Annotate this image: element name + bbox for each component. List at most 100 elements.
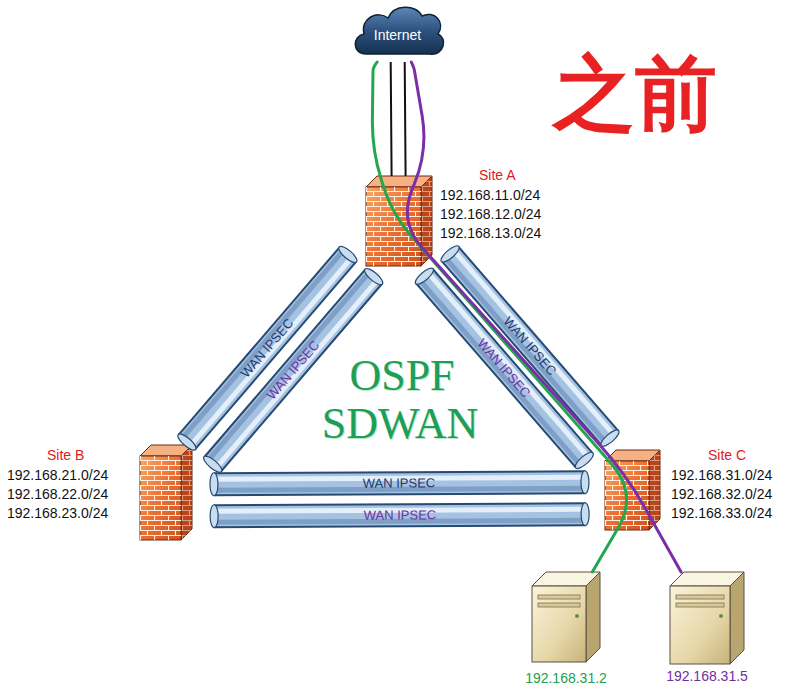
icon-shape <box>538 603 580 607</box>
server-icon <box>670 572 744 664</box>
server-node: 192.168.31.2 <box>532 572 600 662</box>
icon-shape <box>208 273 369 461</box>
icon-shape <box>214 514 585 516</box>
site-name: Site C <box>708 446 788 464</box>
icon-shape <box>649 450 660 530</box>
icon-shape <box>573 450 596 471</box>
icon-shape <box>217 280 378 468</box>
firewall-icon <box>140 445 192 540</box>
icon-shape <box>450 254 610 438</box>
tunnel-label: WAN IPSEC <box>238 316 297 381</box>
icon-shape <box>581 503 589 526</box>
icon-shape <box>210 473 218 496</box>
icon-shape <box>424 276 584 460</box>
ipsec-tunnel <box>176 244 360 453</box>
icon-shape <box>605 461 649 530</box>
icon-shape <box>214 509 585 511</box>
icon-shape <box>439 243 462 264</box>
icon-shape <box>413 266 436 287</box>
icon-shape <box>407 62 681 572</box>
icon-shape <box>213 277 374 465</box>
site-firewall: Site A192.168.11.0/24 192.168.12.0/24 19… <box>366 176 432 266</box>
icon-shape <box>586 572 600 662</box>
server-ip: 192.168.31.5 <box>650 667 764 685</box>
icon-shape <box>730 572 744 664</box>
icon-shape <box>372 62 626 572</box>
server-node: 192.168.31.5 <box>670 572 744 664</box>
icon-shape <box>649 450 660 530</box>
icon-shape <box>676 595 724 599</box>
page-title: 之前 <box>553 44 717 144</box>
icon-shape <box>214 477 585 479</box>
cloud-label: Internet <box>350 26 445 44</box>
icon-shape <box>191 258 352 446</box>
tunnel-label: WAN IPSEC <box>363 508 436 523</box>
icon-shape <box>454 251 614 435</box>
ipsec-tunnel <box>413 266 596 471</box>
icon-shape <box>446 258 606 442</box>
site-name: Site B <box>47 446 127 464</box>
uplink-line <box>391 62 406 176</box>
traffic-path <box>407 62 681 572</box>
firewall-icon <box>366 176 432 266</box>
icon-shape <box>575 614 579 618</box>
tunnel-label: WAN IPSEC <box>264 338 323 403</box>
firewall-icon <box>605 450 660 530</box>
icon-shape <box>676 603 724 607</box>
ipsec-tunnel <box>210 471 589 496</box>
icon-shape <box>599 428 622 449</box>
icon-shape <box>424 276 584 460</box>
icon-shape <box>176 432 199 453</box>
icon-shape <box>214 482 585 484</box>
icon-shape <box>140 456 181 540</box>
icon-shape <box>182 251 343 439</box>
icon-shape <box>421 176 432 266</box>
traffic-path <box>372 62 626 572</box>
site-firewall: Site B192.168.21.0/24 192.168.22.0/24 19… <box>140 445 192 540</box>
site-firewall: Site C192.168.31.0/24 192.168.32.0/24 19… <box>605 450 660 530</box>
icon-shape <box>366 187 421 266</box>
site-name: Site A <box>479 166 559 184</box>
internet-cloud: Internet <box>350 2 445 62</box>
server-ip: 192.168.31.2 <box>510 669 622 687</box>
icon-shape <box>450 254 610 438</box>
icon-shape <box>187 254 348 442</box>
subnet-list: 192.168.11.0/24 192.168.12.0/24 192.168.… <box>440 186 564 243</box>
icon-shape <box>391 62 406 176</box>
icon-shape <box>337 244 360 265</box>
icon-shape <box>538 595 580 599</box>
icon-shape <box>420 280 580 464</box>
overlay-label: SDWAN <box>250 400 550 448</box>
icon-shape <box>181 445 192 540</box>
icon-shape <box>210 505 218 528</box>
icon-shape <box>181 445 192 540</box>
server-icon <box>532 572 600 662</box>
ipsec-tunnel <box>201 266 385 475</box>
icon-shape <box>140 456 181 540</box>
icon-shape <box>214 520 585 522</box>
icon-shape <box>213 277 374 465</box>
icon-shape <box>187 254 348 442</box>
icon-shape <box>214 488 585 490</box>
icon-shape <box>581 471 589 494</box>
tunnel-label: WAN IPSEC <box>475 336 534 401</box>
icon-shape <box>362 266 385 287</box>
ipsec-tunnel <box>439 243 622 448</box>
ipsec-tunnel <box>210 503 589 528</box>
tunnel-label: WAN IPSEC <box>501 314 560 379</box>
subnet-list: 192.168.21.0/24 192.168.22.0/24 192.168.… <box>7 466 131 523</box>
icon-shape <box>201 454 224 475</box>
icon-shape <box>421 176 432 266</box>
icon-shape <box>719 614 723 618</box>
icon-shape <box>214 514 585 516</box>
icon-shape <box>532 586 586 662</box>
overlay-label: OSPF <box>252 352 552 400</box>
tunnel-label: WAN IPSEC <box>363 476 436 491</box>
icon-shape <box>605 461 649 530</box>
icon-shape <box>366 187 421 266</box>
subnet-list: 192.168.31.0/24 192.168.32.0/24 192.168.… <box>671 466 795 523</box>
icon-shape <box>428 273 588 457</box>
icon-shape <box>670 586 730 664</box>
icon-shape <box>214 482 585 484</box>
